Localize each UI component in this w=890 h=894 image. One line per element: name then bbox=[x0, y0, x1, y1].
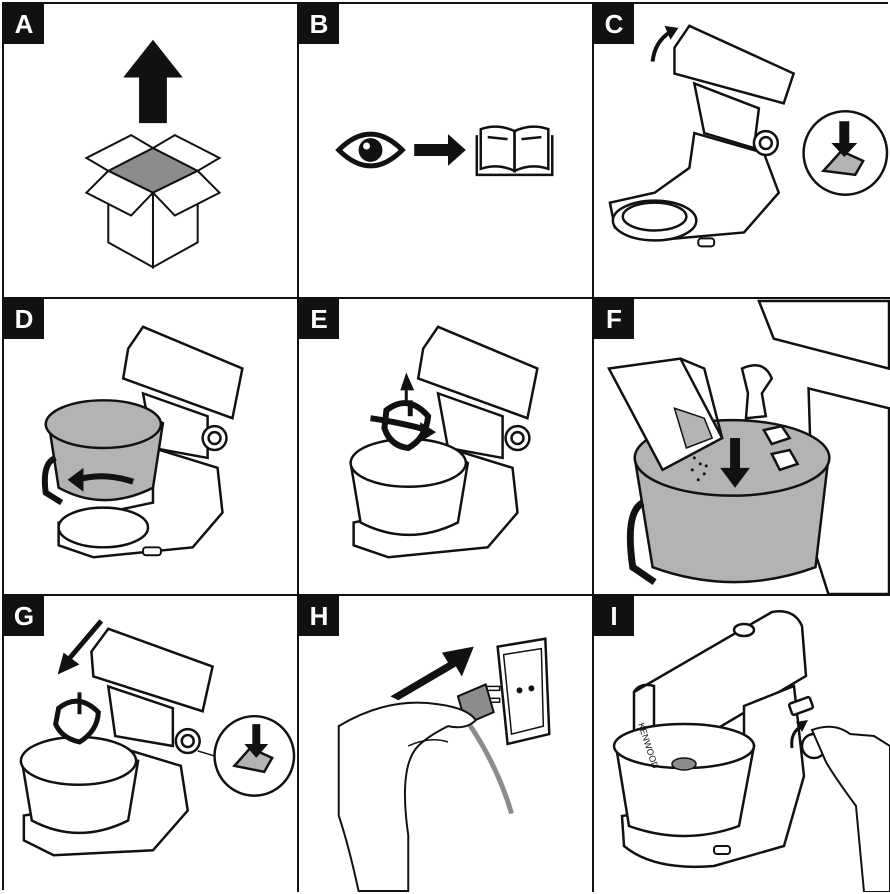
arrow-right-icon bbox=[414, 134, 466, 166]
panel-label: D bbox=[4, 299, 44, 339]
panel-a: A bbox=[4, 4, 299, 299]
panel-b: B bbox=[299, 4, 594, 299]
panel-label: C bbox=[594, 4, 634, 44]
panel-label: A bbox=[4, 4, 44, 44]
panel-e: E bbox=[299, 299, 594, 596]
hand-icon bbox=[810, 725, 890, 892]
panel-d: D bbox=[4, 299, 299, 596]
panel-label: I bbox=[594, 596, 634, 636]
panel-label: E bbox=[299, 299, 339, 339]
lower-head-icon bbox=[19, 619, 296, 857]
read-manual-icon bbox=[335, 125, 554, 177]
fit-tool-icon bbox=[349, 325, 539, 559]
plug-in-icon bbox=[337, 637, 551, 892]
fit-bowl-icon bbox=[41, 325, 244, 559]
arrow-icon bbox=[390, 646, 474, 701]
panel-i: I KENWOOD bbox=[594, 596, 890, 892]
panel-g: G bbox=[4, 596, 299, 892]
panel-label: B bbox=[299, 4, 339, 44]
panel-h: H bbox=[299, 596, 594, 892]
switch-on-icon: KENWOOD bbox=[612, 610, 890, 892]
add-ingredients-icon bbox=[606, 299, 890, 594]
unbox-icon bbox=[84, 39, 222, 269]
panel-label: G bbox=[4, 596, 44, 636]
eye-icon bbox=[335, 131, 406, 169]
book-icon bbox=[475, 125, 554, 177]
panel-c: C bbox=[594, 4, 890, 299]
hand-icon bbox=[337, 701, 478, 892]
raise-head-icon bbox=[608, 24, 889, 248]
panel-label: F bbox=[594, 299, 634, 339]
panel-label: H bbox=[299, 596, 339, 636]
flour-bag-icon bbox=[606, 357, 724, 472]
panel-f: F bbox=[594, 299, 890, 596]
